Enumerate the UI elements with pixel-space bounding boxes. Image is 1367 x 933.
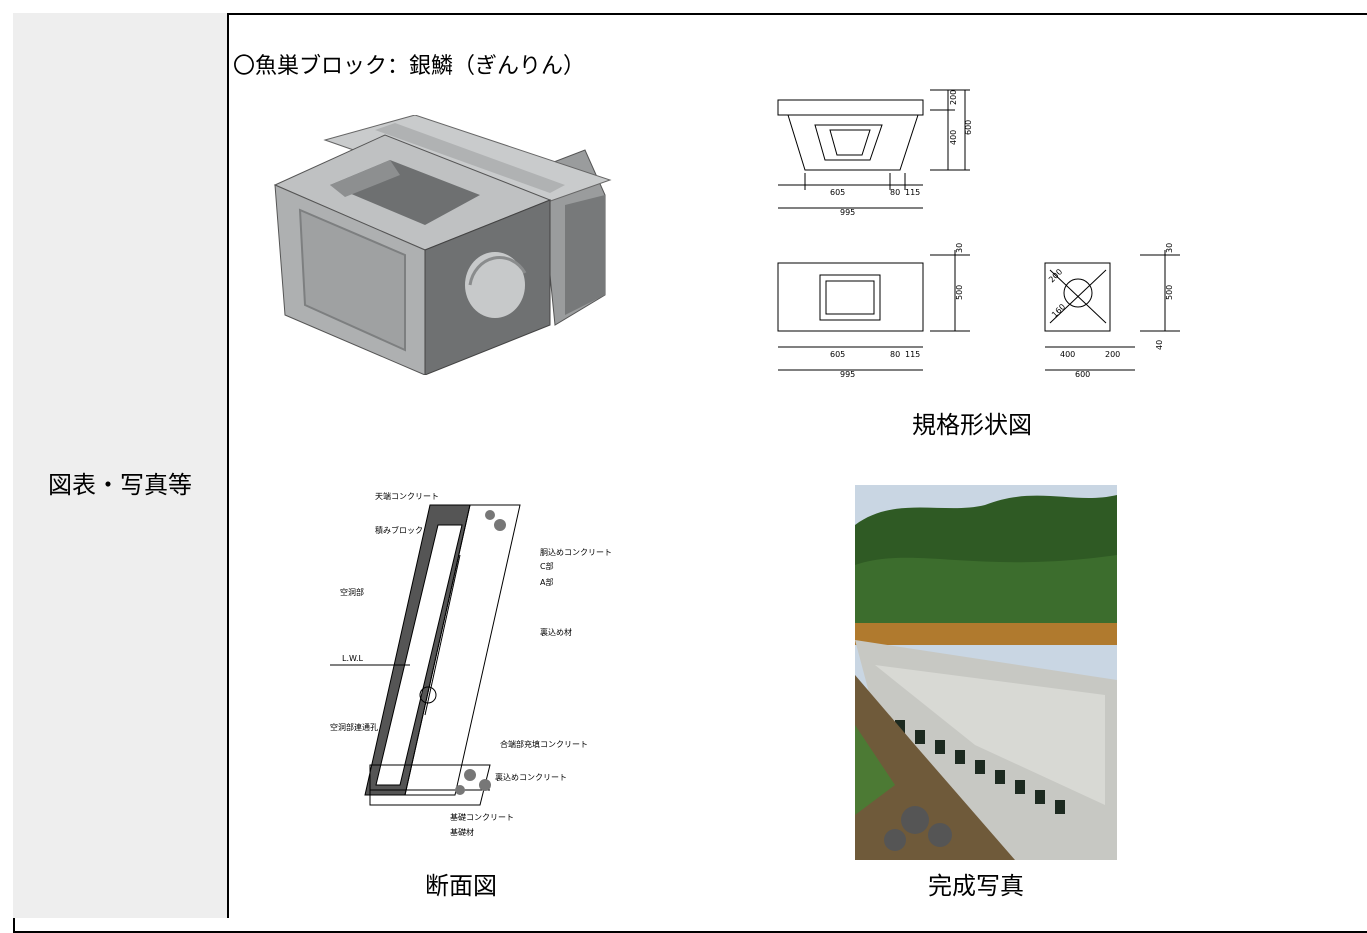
row-label: 図表・写真等 xyxy=(48,471,192,499)
svg-text:裏込め材: 裏込め材 xyxy=(540,627,572,637)
svg-text:A部: A部 xyxy=(540,577,553,587)
svg-text:天端コンクリート: 天端コンクリート xyxy=(375,491,439,501)
svg-text:40: 40 xyxy=(1155,340,1164,350)
svg-text:積みブロック: 積みブロック xyxy=(375,525,423,535)
svg-text:400: 400 xyxy=(1060,350,1075,359)
svg-text:995: 995 xyxy=(840,208,855,217)
svg-text:裏込めコンクリート: 裏込めコンクリート xyxy=(495,772,567,782)
svg-text:115: 115 xyxy=(905,188,920,197)
svg-text:600: 600 xyxy=(1075,370,1090,379)
svg-text:995: 995 xyxy=(840,370,855,379)
svg-text:80: 80 xyxy=(890,350,900,359)
svg-text:30: 30 xyxy=(1165,243,1174,253)
svg-text:200: 200 xyxy=(1105,350,1120,359)
svg-text:30: 30 xyxy=(955,243,964,253)
svg-text:115: 115 xyxy=(905,350,920,359)
svg-text:基礎材: 基礎材 xyxy=(450,827,474,837)
svg-text:500: 500 xyxy=(1165,285,1174,300)
spec-drawing: 605 80 115 995 200 400 600 605 80 115 99… xyxy=(777,89,1180,379)
svg-text:合端部充填コンクリート: 合端部充填コンクリート xyxy=(500,739,588,749)
spec-drawing-caption: 規格形状図 xyxy=(912,411,1032,439)
svg-text:400: 400 xyxy=(949,130,958,145)
svg-text:80: 80 xyxy=(890,188,900,197)
svg-text:C部: C部 xyxy=(540,561,554,571)
section-drawing-caption: 断面図 xyxy=(425,872,497,900)
svg-text:200: 200 xyxy=(949,90,958,105)
section-drawing: 天端コンクリート 積みブロック 胴込めコンクリート C部 A部 裏込め材 空洞部… xyxy=(330,491,612,837)
svg-text:胴込めコンクリート: 胴込めコンクリート xyxy=(540,548,612,557)
photo-caption: 完成写真 xyxy=(928,872,1024,900)
svg-text:500: 500 xyxy=(955,285,964,300)
fish-nest-block-3d-icon xyxy=(273,115,612,375)
product-heading: 〇魚巣ブロック：銀鱗（ぎんりん） xyxy=(233,54,586,79)
svg-text:160: 160 xyxy=(1050,302,1067,319)
svg-text:L.W.L: L.W.L xyxy=(342,654,364,663)
svg-text:空洞部: 空洞部 xyxy=(340,587,364,597)
svg-text:605: 605 xyxy=(830,350,845,359)
svg-text:空洞部連通孔: 空洞部連通孔 xyxy=(330,722,378,732)
svg-text:基礎コンクリート: 基礎コンクリート xyxy=(450,812,514,822)
svg-text:605: 605 xyxy=(830,188,845,197)
completed-photo-icon xyxy=(855,485,1117,860)
svg-text:600: 600 xyxy=(964,120,973,135)
svg-text:200: 200 xyxy=(1047,267,1064,284)
row-label-cell: 図表・写真等 xyxy=(13,13,229,918)
